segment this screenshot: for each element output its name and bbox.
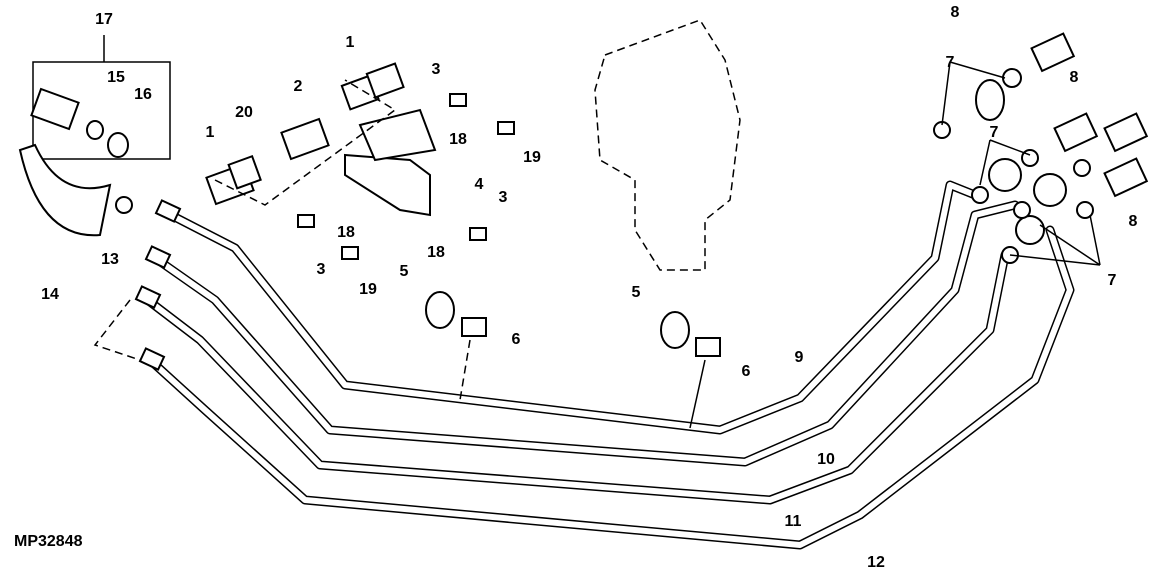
figure-id: MP32848 [14,533,83,550]
callout-19: 19 [359,281,377,298]
callout-18: 18 [427,244,445,261]
control-valve [594,19,741,271]
callout-6: 6 [741,363,751,380]
coupler-assembly [18,35,171,237]
callout-7: 7 [989,124,999,141]
callout-10: 10 [817,451,835,468]
callout-9: 9 [794,349,804,366]
callout-5: 5 [631,284,641,301]
callout-17: 17 [95,11,113,28]
callout-3: 3 [498,189,508,206]
callout-18: 18 [449,131,467,148]
callout-2: 2 [293,78,303,95]
pipe-fittings [93,199,182,371]
callout-5: 5 [399,263,409,280]
hose-clamps [425,291,721,429]
callout-3: 3 [316,261,326,278]
callout-6: 6 [511,331,521,348]
callout-7: 7 [945,54,955,71]
callout-20: 20 [235,104,253,121]
banjo-fittings [933,32,1149,266]
callout-8: 8 [1128,213,1138,230]
callout-12: 12 [867,554,885,571]
hydraulic-lines [140,180,1075,550]
callout-8: 8 [1069,69,1079,86]
callout-11: 11 [784,513,802,530]
callout-7: 7 [1107,272,1117,289]
callout-4: 4 [474,176,484,193]
callout-13: 13 [101,251,119,268]
callout-16: 16 [134,86,152,103]
callout-19: 19 [523,149,541,166]
callout-1: 1 [345,34,355,51]
callout-1: 1 [205,124,215,141]
bracket-assembly [205,62,515,260]
callout-8: 8 [950,4,960,21]
callout-14: 14 [41,286,59,303]
callout-15: 15 [107,69,125,86]
callout-3: 3 [431,61,441,78]
callout-18: 18 [337,224,355,241]
